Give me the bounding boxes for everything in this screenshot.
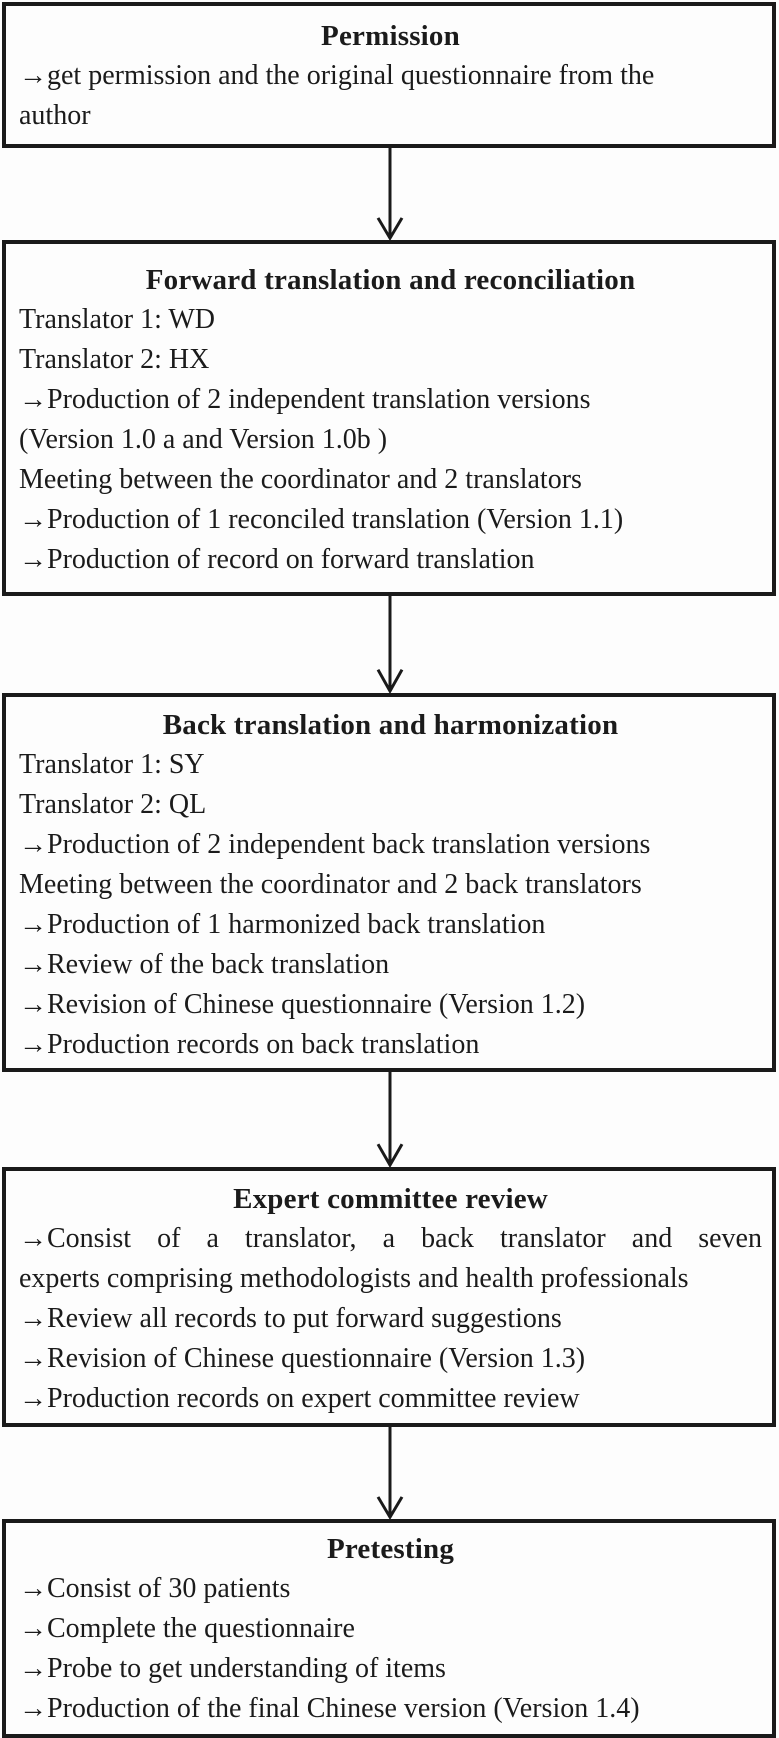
arrow-down-icon	[376, 1427, 403, 1519]
flow-line: Translator 2: HX	[19, 344, 210, 375]
arrow-down-icon	[376, 1072, 403, 1167]
flow-line: Translator 1: SY	[19, 749, 205, 780]
flow-line: →Consist of 30 patients	[19, 1573, 291, 1604]
box-forward-translation: Forward translation and reconciliation T…	[2, 240, 776, 596]
flow-line: →Production records on expert committee …	[19, 1383, 580, 1414]
flow-line: →Production of the final Chinese version…	[19, 1693, 640, 1724]
flow-connector	[0, 596, 779, 693]
flow-line: →Review of the back translation	[19, 949, 390, 980]
flow-line: Meeting between the coordinator and 2 tr…	[19, 464, 582, 495]
box-title: Pretesting	[326, 1533, 455, 1565]
flow-connector	[0, 148, 779, 240]
box-pretesting: Pretesting →Consist of 30 patients →Comp…	[2, 1519, 776, 1738]
box-title: Back translation and harmonization	[162, 709, 619, 741]
flow-line: →Production of record on forward transla…	[19, 544, 535, 575]
flow-connector	[0, 1427, 779, 1519]
flow-line: author	[19, 100, 91, 131]
flow-line: →Review all records to put forward sugge…	[19, 1303, 562, 1334]
flow-line: →Probe to get understanding of items	[19, 1653, 446, 1684]
flow-line: →Consist of a translator, a back transla…	[19, 1223, 762, 1254]
arrow-down-icon	[376, 148, 403, 240]
flow-line: →Revision of Chinese questionnaire (Vers…	[19, 989, 586, 1020]
flow-line: experts comprising methodologists and he…	[19, 1263, 689, 1294]
flow-line: Meeting between the coordinator and 2 ba…	[19, 869, 642, 900]
box-permission: Permission →get permission and the origi…	[2, 2, 776, 148]
flow-connector	[0, 1072, 779, 1167]
box-title: Forward translation and reconciliation	[145, 264, 636, 296]
flow-line: (Version 1.0 a and Version 1.0b )	[19, 424, 388, 455]
flow-line: →Production of 2 independent back transl…	[19, 829, 651, 860]
flow-line: →Production of 1 harmonized back transla…	[19, 909, 546, 940]
flow-line: →Production of 2 independent translation…	[19, 384, 591, 415]
box-title: Permission	[321, 20, 460, 52]
flow-line: Translator 2: QL	[19, 789, 207, 820]
box-back-translation: Back translation and harmonization Trans…	[2, 693, 776, 1072]
flow-line: →Production of 1 reconciled translation …	[19, 504, 624, 535]
box-title: Expert committee review	[233, 1183, 548, 1215]
flow-line: →Production records on back translation	[19, 1029, 480, 1060]
arrow-down-icon	[376, 596, 403, 693]
flow-line: Translator 1: WD	[19, 304, 215, 335]
box-expert-committee-review: Expert committee review →Consist of a tr…	[2, 1167, 776, 1427]
flow-line: →Revision of Chinese questionnaire (Vers…	[19, 1343, 586, 1374]
flow-line: →get permission and the original questio…	[19, 60, 655, 91]
flow-line: →Complete the questionnaire	[19, 1613, 355, 1644]
